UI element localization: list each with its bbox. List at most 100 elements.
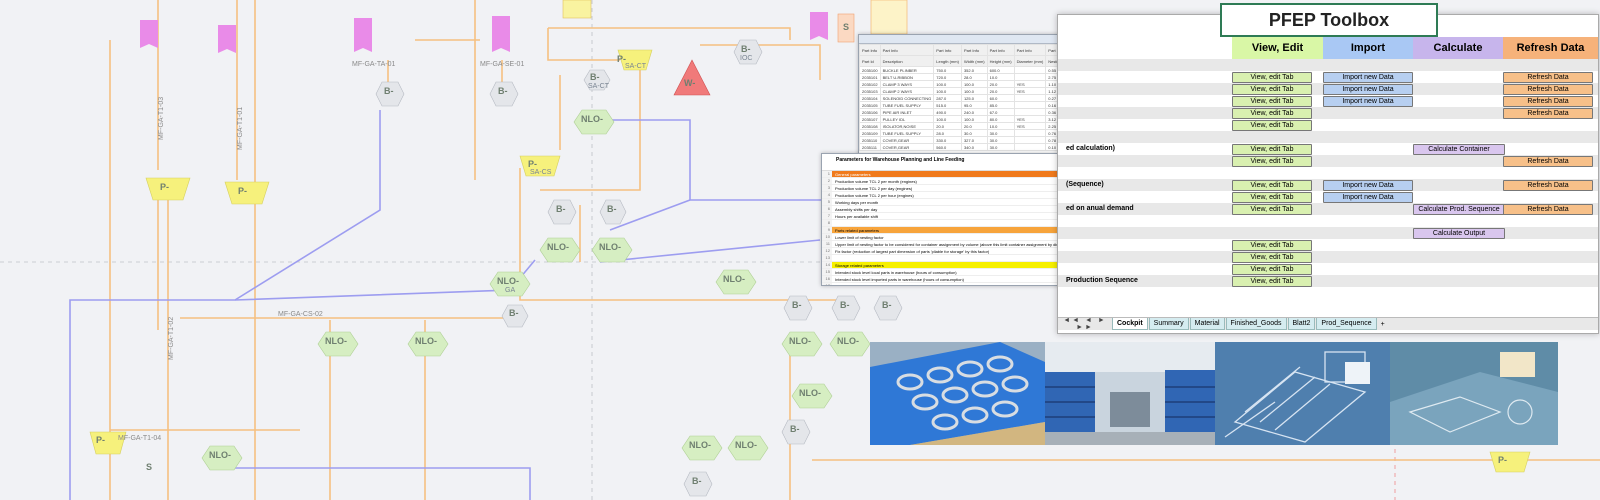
tab-cockpit[interactable]: Cockpit	[1112, 318, 1148, 330]
table-cell[interactable]	[1013, 143, 1047, 151]
table-cell[interactable]: BUCKLE PLINBER	[879, 66, 935, 74]
table-cell[interactable]: 30.0	[960, 129, 988, 137]
table-cell[interactable]	[1013, 73, 1047, 81]
table-cell[interactable]: 352.0	[960, 66, 988, 74]
parts-header-cell[interactable]: Part Info	[933, 44, 962, 56]
table-cell[interactable]: 2035101	[859, 73, 881, 81]
tab-finished-goods[interactable]: Finished_Goods	[1225, 318, 1287, 330]
refresh-data-button[interactable]: Refresh Data	[1503, 204, 1593, 215]
parameter-label[interactable]: Parts related parameters	[835, 227, 880, 233]
parameter-label[interactable]: Hours per available shift	[835, 213, 878, 219]
table-cell[interactable]: PULLEY IDL	[879, 115, 935, 123]
parameter-label[interactable]: Lower limit of nesting factor	[835, 234, 884, 240]
view-edit-tab-button[interactable]: View, edit Tab	[1232, 156, 1312, 167]
view-edit-tab-button[interactable]: View, edit Tab	[1232, 252, 1312, 263]
table-cell[interactable]: 100.0	[933, 80, 962, 88]
view-edit-tab-button[interactable]: View, edit Tab	[1232, 192, 1312, 203]
view-edit-tab-button[interactable]: View, edit Tab	[1232, 180, 1312, 191]
table-cell[interactable]: 515.0	[933, 101, 962, 109]
table-cell[interactable]: 750.0	[933, 66, 962, 74]
table-cell[interactable]: 2035105	[859, 101, 881, 109]
table-cell[interactable]: 20.0	[960, 122, 988, 130]
refresh-data-button[interactable]: Refresh Data	[1503, 96, 1593, 107]
table-cell[interactable]: TUBE FUEL SUPPLY	[879, 101, 935, 109]
table-cell[interactable]: 28.0	[960, 73, 988, 81]
table-cell[interactable]: 2035109	[859, 129, 881, 137]
table-cell[interactable]: 330.0	[933, 136, 962, 144]
view-edit-tab-button[interactable]: View, edit Tab	[1232, 276, 1312, 287]
table-cell[interactable]	[1013, 101, 1047, 109]
add-sheet-icon[interactable]: +	[1380, 320, 1385, 328]
table-cell[interactable]: 100.0	[960, 87, 988, 95]
table-cell[interactable]: COVER,GEAR	[879, 136, 935, 144]
pfep-toolbox-window[interactable]: View, Edit Import Calculate Refresh Data…	[1057, 3, 1599, 334]
table-cell[interactable]: 85.0	[986, 101, 1015, 109]
table-cell[interactable]: 20.0	[986, 80, 1015, 88]
import-new-data-button[interactable]: Import new Data	[1323, 96, 1413, 107]
table-cell[interactable]: YES	[1013, 122, 1047, 130]
table-cell[interactable]: 2035100	[859, 66, 881, 74]
view-edit-tab-button[interactable]: View, edit Tab	[1232, 108, 1312, 119]
table-cell[interactable]: 100.0	[933, 115, 962, 123]
table-cell[interactable]: 80.0	[986, 115, 1015, 123]
import-new-data-button[interactable]: Import new Data	[1323, 192, 1413, 203]
table-cell[interactable]: 30.0	[986, 129, 1015, 137]
view-edit-tab-button[interactable]: View, edit Tab	[1232, 72, 1312, 83]
table-cell[interactable]: 30.0	[986, 136, 1015, 144]
table-cell[interactable]: 30.0	[986, 143, 1015, 151]
calculate-output-button[interactable]: Calculate Output	[1413, 228, 1505, 239]
refresh-data-button[interactable]: Refresh Data	[1503, 156, 1593, 167]
table-cell[interactable]: 720.0	[933, 73, 962, 81]
table-cell[interactable]: 10.0	[986, 122, 1015, 130]
parts-header-cell[interactable]: Part Info	[1013, 44, 1047, 56]
table-cell[interactable]: CLAMP 3 WAYS	[879, 80, 935, 88]
parameter-label[interactable]: Storage related parameters	[835, 262, 884, 268]
table-cell[interactable]: 327.0	[960, 136, 988, 144]
table-cell[interactable]: 60.0	[986, 94, 1015, 102]
import-new-data-button[interactable]: Import new Data	[1323, 180, 1413, 191]
table-cell[interactable]: 125.0	[960, 94, 988, 102]
tab-blatt2[interactable]: Blatt2	[1287, 318, 1316, 330]
parts-subheader-cell[interactable]: Part Id	[859, 55, 881, 67]
table-cell[interactable]: TUBE FUEL SUPPLY	[879, 129, 935, 137]
table-cell[interactable]: 2035104	[859, 94, 881, 102]
table-cell[interactable]: YES	[1013, 80, 1047, 88]
table-cell[interactable]: 67.0	[986, 108, 1015, 116]
table-cell[interactable]: CLAMP 2 WAYS	[879, 87, 935, 95]
parameter-label[interactable]: Upper limit of nesting factor to be cons…	[835, 241, 1073, 247]
calculate-prod-sequence-button[interactable]: Calculate Prod. Sequence	[1413, 204, 1505, 215]
table-cell[interactable]: 20.0	[986, 87, 1015, 95]
table-cell[interactable]: 95.0	[960, 101, 988, 109]
table-cell[interactable]: 100.0	[960, 115, 988, 123]
parts-header-cell[interactable]: Part Info	[960, 44, 988, 56]
table-cell[interactable]: ISOLATOR,NOISE	[879, 122, 935, 130]
refresh-data-button[interactable]: Refresh Data	[1503, 108, 1593, 119]
parameter-label[interactable]: General parameters	[835, 171, 871, 177]
table-cell[interactable]	[1013, 136, 1047, 144]
table-cell[interactable]: 287.0	[933, 94, 962, 102]
table-cell[interactable]: COVER,GEAR	[879, 143, 935, 151]
parts-subheader-cell[interactable]: Width (mm)	[960, 55, 988, 67]
refresh-data-button[interactable]: Refresh Data	[1503, 84, 1593, 95]
table-cell[interactable]: 10.0	[986, 73, 1015, 81]
tab-prod-sequence[interactable]: Prod_Sequence	[1316, 318, 1377, 330]
parts-header-cell[interactable]: Part Info	[986, 44, 1015, 56]
parts-subheader-cell[interactable]: Description	[879, 55, 935, 67]
table-cell[interactable]: PIPE AIR INLET	[879, 108, 935, 116]
parameter-label[interactable]: Intended stock level imported parts in w…	[835, 276, 964, 282]
table-cell[interactable]: 100.0	[960, 80, 988, 88]
view-edit-tab-button[interactable]: View, edit Tab	[1232, 204, 1312, 215]
table-cell[interactable]: 600.0	[986, 66, 1015, 74]
parameter-label[interactable]: Production volume TCL 2 per hour (engine…	[835, 192, 914, 198]
table-cell[interactable]: 2035106	[859, 108, 881, 116]
table-cell[interactable]: 100.0	[933, 87, 962, 95]
table-cell[interactable]: BELT U-RIBBON	[879, 73, 935, 81]
view-edit-tab-button[interactable]: View, edit Tab	[1232, 264, 1312, 275]
parameter-label[interactable]: Production volume TCL 2 per month (engin…	[835, 178, 917, 184]
table-cell[interactable]	[1013, 66, 1047, 74]
view-edit-tab-button[interactable]: View, edit Tab	[1232, 240, 1312, 251]
spreadsheet-formula-bar[interactable]	[859, 35, 1175, 44]
view-edit-tab-button[interactable]: View, edit Tab	[1232, 84, 1312, 95]
refresh-data-button[interactable]: Refresh Data	[1503, 72, 1593, 83]
calculate-container-button[interactable]: Calculate Container	[1413, 144, 1505, 155]
